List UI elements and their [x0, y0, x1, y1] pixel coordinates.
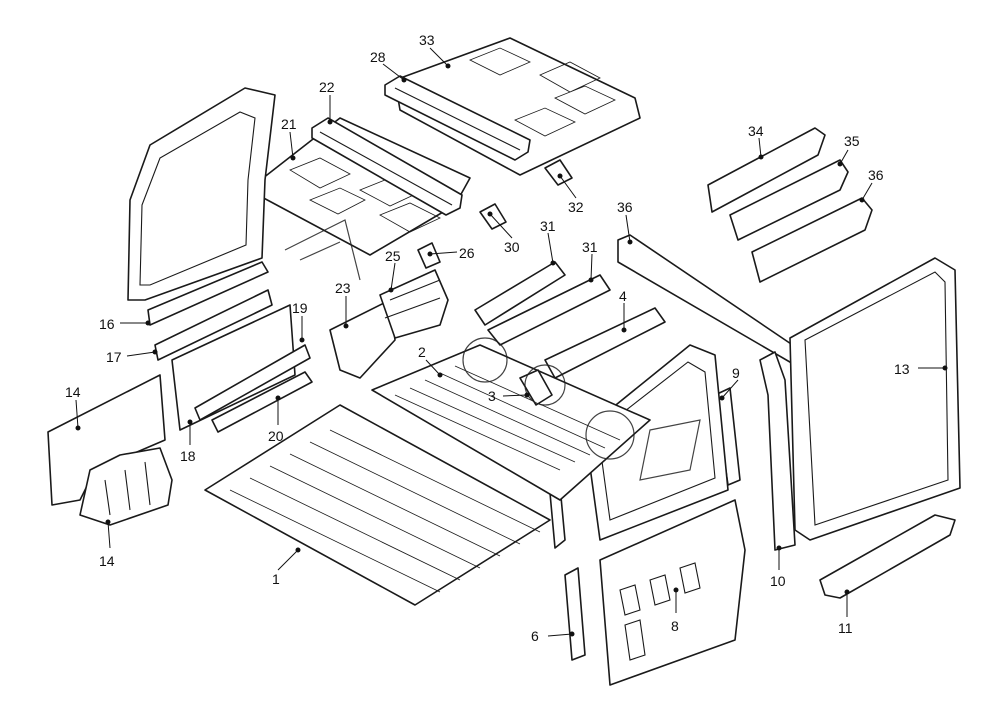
part-14-wheel-house: [79, 447, 173, 526]
part-16-side-sill: [147, 261, 269, 326]
callout-36-label: 36: [617, 199, 633, 215]
callout-4: 4: [619, 288, 627, 304]
part-30-bracket: [544, 159, 573, 186]
part-32-roof-rear: [394, 37, 641, 176]
callout-19: 19: [292, 300, 308, 316]
callout-31-label: 31: [582, 239, 598, 255]
callout-24: 25: [385, 248, 401, 264]
callout-21: 21: [281, 116, 297, 132]
part-19-reinforcement: [194, 344, 311, 421]
callout-29: 31: [540, 218, 556, 234]
callout-28: 30: [504, 239, 520, 255]
callout-9: 9: [732, 365, 740, 381]
part-34-panel: [729, 159, 849, 241]
callout-20: 20: [268, 428, 284, 444]
part-20-reinforcement: [211, 371, 313, 433]
part-8-lower-partition: [599, 499, 746, 686]
callout-labels: 33 28 22 21 34 35 36 32 36 36 30 31 26 3…: [65, 32, 910, 644]
part-partition-frame: [584, 344, 729, 541]
part-1-front-floor: [204, 404, 551, 606]
part-33-panel: [707, 127, 826, 213]
callout-10: 10: [770, 573, 786, 589]
callout-14-label: 14: [99, 553, 115, 569]
callout-34: 35: [844, 133, 860, 149]
callout-12: 13: [894, 361, 910, 377]
part-28-bracket: [479, 203, 507, 230]
leader-lines: [75, 47, 948, 637]
watermark-autoson: [284, 219, 701, 481]
part-31-cross-member: [487, 274, 611, 346]
callout-2: 2: [418, 344, 426, 360]
part-10-pillar: [759, 351, 796, 551]
part-11-step: [819, 514, 956, 599]
callout-17: 17: [106, 349, 122, 365]
callout-30: 32: [568, 199, 584, 215]
callout-23: 23: [335, 280, 351, 296]
part-side-door-frame: [127, 87, 276, 301]
part-22-roof-bow: [311, 117, 463, 216]
callout-35: 36: [868, 167, 884, 183]
part-26-roof-bow: [384, 75, 531, 161]
callout-8: 8: [671, 618, 679, 634]
part-29-cross-member: [474, 261, 566, 326]
callout-6: 6: [531, 628, 539, 644]
part-17-side-sill: [154, 289, 273, 361]
part-18-side-panel: [171, 304, 296, 431]
part-4-cross-member: [544, 307, 666, 379]
callout-16: 16: [99, 316, 115, 332]
callout-1: 1: [272, 571, 280, 587]
callout-11: 11: [838, 620, 853, 636]
callout-32: 33: [419, 32, 435, 48]
callout-22: 22: [319, 79, 335, 95]
callout-25: 26: [459, 245, 475, 261]
callout-18: 18: [180, 448, 196, 464]
callout-3: 3: [488, 388, 496, 404]
part-3-bracket: [519, 369, 553, 406]
part-12-rear-door-frame: [789, 257, 961, 541]
part-35-panel: [751, 197, 873, 283]
part-2-rear-floor: [371, 344, 651, 501]
callout-13: 14: [65, 384, 81, 400]
part-6-strip: [564, 567, 586, 661]
callout-33: 34: [748, 123, 764, 139]
callout-26: 28: [370, 49, 386, 65]
part-23-24-seat-box: [329, 269, 449, 379]
